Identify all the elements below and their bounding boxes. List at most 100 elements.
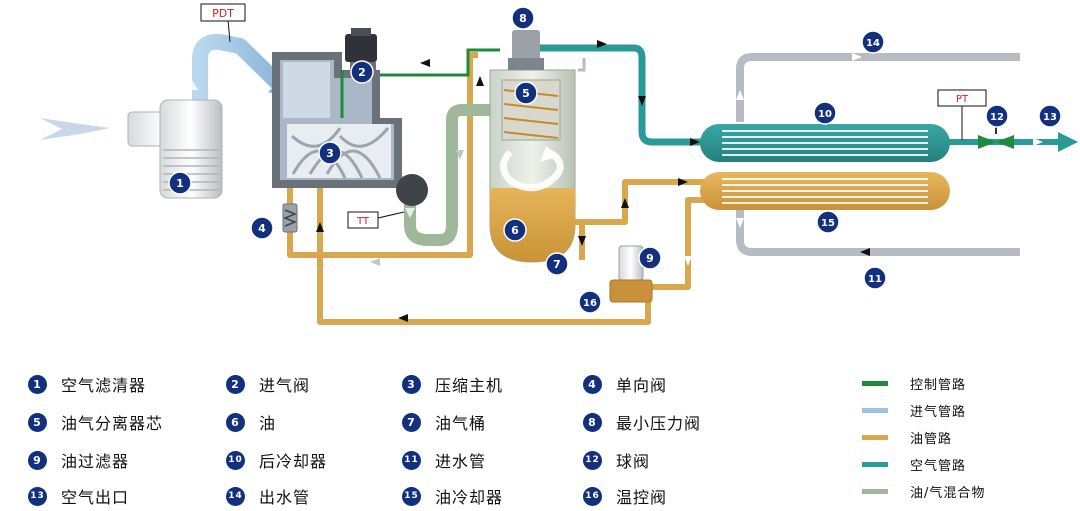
badge-circle — [503, 218, 527, 242]
pipe-swatch — [862, 381, 888, 386]
legend-badge: 8 — [583, 412, 602, 432]
legend-label: 进水管 — [435, 452, 487, 471]
minimum-pressure-valve — [508, 30, 586, 72]
legend-item-16: 16 温控阀 — [583, 484, 667, 508]
flow-arrow — [597, 40, 607, 48]
intake-air-arrow — [40, 118, 110, 140]
badge-number: 11 — [868, 274, 882, 285]
legend-badge: 1 — [28, 374, 47, 394]
badge-number: 15 — [821, 218, 835, 229]
badge-circle — [511, 6, 535, 30]
oil-pipe-from-cooler — [650, 197, 705, 290]
flow-arrow — [736, 218, 744, 228]
flow-arrow — [456, 150, 464, 160]
badge-1: 1 — [168, 171, 192, 195]
badge-number: 13 — [1043, 112, 1057, 123]
legend-badge: 6 — [226, 412, 245, 432]
badge-3: 3 — [318, 141, 342, 165]
flow-arrow — [860, 248, 870, 256]
legend-badge: 11 — [402, 450, 421, 470]
badge-circle — [985, 104, 1009, 128]
badge-9: 9 — [638, 246, 662, 270]
badge-number: 5 — [522, 87, 530, 100]
badge-13: 13 — [1038, 104, 1062, 128]
legend-badge: 12 — [583, 450, 602, 470]
flow-arrow — [684, 256, 692, 266]
legend-item-12: 12 球阀 — [583, 448, 650, 472]
flow-arrow — [638, 96, 646, 106]
flow-arrow — [420, 59, 430, 67]
flow-arrow — [690, 138, 700, 146]
pipe-legend-item: 油/气混合物 — [862, 482, 985, 501]
badge-number: 10 — [818, 109, 832, 120]
legend-badge: 14 — [226, 486, 245, 506]
water-outlet-pipe — [736, 53, 1020, 122]
badge-number: 14 — [866, 38, 880, 49]
legend-item-3: 3 压缩主机 — [402, 372, 503, 396]
tt-label: TT — [356, 216, 370, 227]
badge-number: 9 — [646, 252, 654, 265]
legend-badge: 16 — [583, 486, 602, 506]
check-valve — [282, 203, 298, 233]
legend-badge: 5 — [28, 412, 47, 432]
thermostatic-valve — [609, 279, 653, 303]
intake-pipe — [192, 33, 289, 102]
badge-16: 16 — [578, 290, 602, 314]
legend-label: 球阀 — [616, 452, 651, 471]
flow-arrow — [405, 208, 415, 218]
legend-badge: 13 — [28, 486, 47, 506]
oil-pipe-to-cooler — [565, 179, 705, 225]
badge-15: 15 — [816, 210, 840, 234]
flow-arrow — [370, 258, 380, 266]
flow-arrows — [316, 40, 1043, 322]
legend-badge: 3 — [402, 374, 421, 394]
pipe-legend-label: 油管路 — [910, 432, 953, 447]
pipe-legend-label: 空气管路 — [910, 459, 967, 474]
legend-label: 油气桶 — [435, 414, 487, 433]
flow-arrow — [736, 90, 744, 100]
badge-6: 6 — [503, 218, 527, 242]
oil-injection-pipe — [287, 52, 478, 258]
pdt-label: PDT — [212, 7, 234, 20]
legend-label: 后冷却器 — [259, 452, 328, 471]
water-inlet-pipe — [736, 205, 1020, 256]
legend-label: 油 — [259, 414, 277, 433]
badge-5: 5 — [514, 81, 538, 105]
flow-arrow — [678, 178, 688, 186]
badge-4: 4 — [250, 216, 274, 240]
flow-arrow — [398, 314, 408, 322]
legend-item-1: 1 空气滤清器 — [28, 372, 146, 396]
legend-badge: 15 — [402, 486, 421, 506]
legend-label: 空气滤清器 — [61, 376, 147, 395]
badge-circle — [861, 30, 885, 54]
badge-circle — [350, 60, 374, 84]
pdt-tag: PDT — [200, 3, 246, 43]
pipe-legend-item: 空气管路 — [862, 455, 966, 474]
pipe-swatch — [862, 462, 888, 467]
legend-label: 温控阀 — [616, 488, 668, 507]
badge-circle — [514, 81, 538, 105]
badge-12: 12 — [985, 104, 1009, 128]
legend-item-10: 10 后冷却器 — [226, 448, 327, 472]
badge-2: 2 — [350, 60, 374, 84]
legend-badge: 10 — [226, 450, 245, 470]
pipe-legend-label: 控制管路 — [910, 378, 967, 393]
legend-label: 油气分离器芯 — [61, 414, 164, 433]
badge-circle — [318, 141, 342, 165]
badge-circle — [813, 101, 837, 125]
water-pipes — [736, 53, 1020, 256]
legend-label: 压缩主机 — [435, 376, 504, 395]
badge-circle — [168, 171, 192, 195]
pipe-legend-label: 油/气混合物 — [910, 486, 986, 501]
legend-badge: 4 — [583, 374, 602, 394]
flow-arrow — [1033, 138, 1043, 146]
